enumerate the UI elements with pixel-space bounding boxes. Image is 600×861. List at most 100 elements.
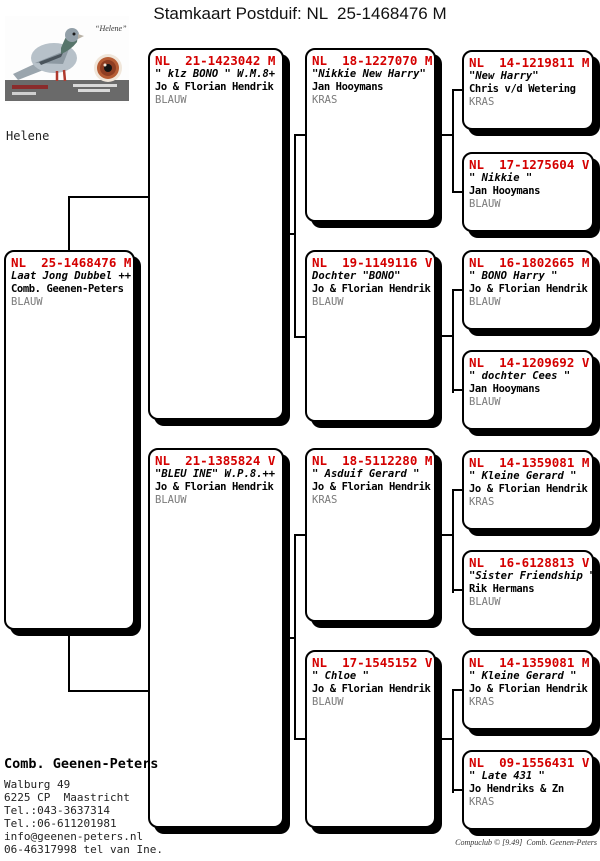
bird-name: Dochter "BONO" xyxy=(312,270,401,282)
connector-line xyxy=(437,335,454,337)
bird-color: KRAS xyxy=(469,96,495,108)
pigeon-illustration xyxy=(5,16,129,104)
bird-color: KRAS xyxy=(469,696,495,708)
bird-owner: Jan Hooymans xyxy=(469,383,541,395)
bird-name: " Kleine Gerard " xyxy=(469,670,577,682)
ring-number: NL 14-1219811 M xyxy=(469,55,590,70)
connector-line xyxy=(68,690,148,692)
bird-box-grandparent-4: NL 17-1545152 V " Chloe " Jo & Florian H… xyxy=(305,650,436,828)
connector-line xyxy=(294,534,305,536)
connector-line xyxy=(294,134,296,338)
bird-color: BLAUW xyxy=(11,296,43,308)
connector-line xyxy=(437,134,454,136)
ring-number: NL 19-1149116 V xyxy=(312,255,433,270)
bird-box-grandparent-1: NL 18-1227070 M "Nikkie New Harry" Jan H… xyxy=(305,48,436,222)
ring-number: NL 14-1209692 V xyxy=(469,355,590,370)
bird-name: "New Harry" xyxy=(469,70,539,82)
ring-number: NL 14-1359081 M xyxy=(469,455,590,470)
bird-name: " Nikkie " xyxy=(469,172,533,184)
connector-line xyxy=(452,589,462,591)
pigeon-photo xyxy=(5,16,129,104)
connector-line xyxy=(452,689,462,691)
bird-color: BLAUW xyxy=(155,494,187,506)
bird-owner: Jo & Florian Hendrik xyxy=(312,683,431,695)
contact-block: Comb. Geenen-Peters Walburg 49 6225 CP M… xyxy=(4,756,163,856)
connector-line xyxy=(294,336,305,338)
ring-number: NL 18-5112280 M xyxy=(312,453,433,468)
bird-box-ggparent-6: NL 16-6128813 V "Sister Friendship " Rik… xyxy=(462,550,594,630)
bird-color: BLAUW xyxy=(469,396,501,408)
connector-line xyxy=(452,289,462,291)
ring-number: NL 16-1802665 M xyxy=(469,255,590,270)
bird-name: " Kleine Gerard " xyxy=(469,470,577,482)
connector-line xyxy=(294,534,296,740)
bird-name: "Nikkie New Harry" xyxy=(312,68,426,80)
connector-line xyxy=(68,196,148,198)
bird-box-ggparent-1: NL 14-1219811 M "New Harry" Chris v/d We… xyxy=(462,50,594,130)
contact-line-phone3: 06-46317998 tel van Ine. xyxy=(4,843,163,856)
connector-line xyxy=(452,289,454,393)
bird-owner: Jo & Florian Hendrik xyxy=(312,481,431,493)
connector-line xyxy=(285,637,296,639)
bird-owner: Jo & Florian Hendrik xyxy=(155,481,274,493)
bird-owner: Jo & Florian Hendrik xyxy=(155,81,274,93)
connector-line xyxy=(452,191,462,193)
photo-caption: “Helene” xyxy=(95,24,127,33)
contact-line-city: 6225 CP Maastricht xyxy=(4,791,130,804)
ring-number: NL 21-1385824 V xyxy=(155,453,276,468)
bird-color: BLAUW xyxy=(469,296,501,308)
bird-color: BLAUW xyxy=(469,596,501,608)
bird-name: Laat Jong Dubbel ++ xyxy=(11,270,132,282)
bird-color: KRAS xyxy=(312,94,338,106)
connector-line xyxy=(294,738,305,740)
bird-owner: Comb. Geenen-Peters xyxy=(11,283,124,295)
bird-box-ggparent-3: NL 16-1802665 M " BONO Harry " Jo & Flor… xyxy=(462,250,594,330)
ring-number: NL 21-1423042 M xyxy=(155,53,276,68)
bird-owner: Rik Hermans xyxy=(469,583,535,595)
connector-line xyxy=(437,534,454,536)
connector-line xyxy=(68,196,70,252)
footer-credit: Compuclub © [9.49] Comb. Geenen-Peters xyxy=(455,838,597,847)
connector-line xyxy=(285,233,296,235)
bird-box-grandparent-2: NL 19-1149116 V Dochter "BONO" Jo & Flor… xyxy=(305,250,436,422)
bird-owner: Jan Hooymans xyxy=(469,185,541,197)
bird-box-subject: NL 25-1468476 M Laat Jong Dubbel ++ Comb… xyxy=(4,250,135,630)
ring-number: NL 17-1545152 V xyxy=(312,655,433,670)
bird-color: KRAS xyxy=(469,496,495,508)
bird-owner: Jan Hooymans xyxy=(312,81,384,93)
bird-name: " klz BONO " W.M.8+ xyxy=(155,68,276,80)
ring-number: NL 25-1468476 M xyxy=(11,255,132,270)
bird-box-ggparent-4: NL 14-1209692 V " dochter Cees " Jan Hoo… xyxy=(462,350,594,430)
bird-color: KRAS xyxy=(469,796,495,808)
bird-box-mother: NL 21-1385824 V "BLEU INE" W.P.8.++ Jo &… xyxy=(148,448,284,828)
bird-color: KRAS xyxy=(312,494,338,506)
connector-line xyxy=(68,630,70,692)
bird-box-ggparent-7: NL 14-1359081 M " Kleine Gerard " Jo & F… xyxy=(462,650,594,730)
bird-owner: Jo Hendriks & Zn xyxy=(469,783,564,795)
bird-owner: Jo & Florian Hendrik xyxy=(469,283,588,295)
connector-line xyxy=(437,738,454,740)
page-title: Stamkaart Postduif: NL 25-1468476 M xyxy=(153,4,447,23)
bird-owner: Jo & Florian Hendrik xyxy=(469,683,588,695)
contact-line-phone2: Tel.:06-611201981 xyxy=(4,817,117,830)
connector-line xyxy=(452,389,462,391)
ring-number: NL 09-1556431 V xyxy=(469,755,590,770)
bird-name: " Asduif Gerard " xyxy=(312,468,420,480)
bird-name: "BLEU INE" W.P.8.++ xyxy=(155,468,276,480)
contact-name: Comb. Geenen-Peters xyxy=(4,756,159,772)
bird-box-ggparent-2: NL 17-1275604 V " Nikkie " Jan Hooymans … xyxy=(462,152,594,232)
photo-label: Helene xyxy=(6,129,50,143)
connector-line xyxy=(452,89,462,91)
bird-owner: Jo & Florian Hendrik xyxy=(469,483,588,495)
bird-owner: Jo & Florian Hendrik xyxy=(312,283,431,295)
contact-line-address: Walburg 49 xyxy=(4,778,71,791)
bird-color: BLAUW xyxy=(469,198,501,210)
connector-line xyxy=(294,134,305,136)
ring-number: NL 18-1227070 M xyxy=(312,53,433,68)
connector-line xyxy=(452,689,454,793)
bird-color: BLAUW xyxy=(155,94,187,106)
bird-color: BLAUW xyxy=(312,296,344,308)
bird-owner: Chris v/d Wetering xyxy=(469,83,576,95)
bird-name: " BONO Harry " xyxy=(469,270,558,282)
